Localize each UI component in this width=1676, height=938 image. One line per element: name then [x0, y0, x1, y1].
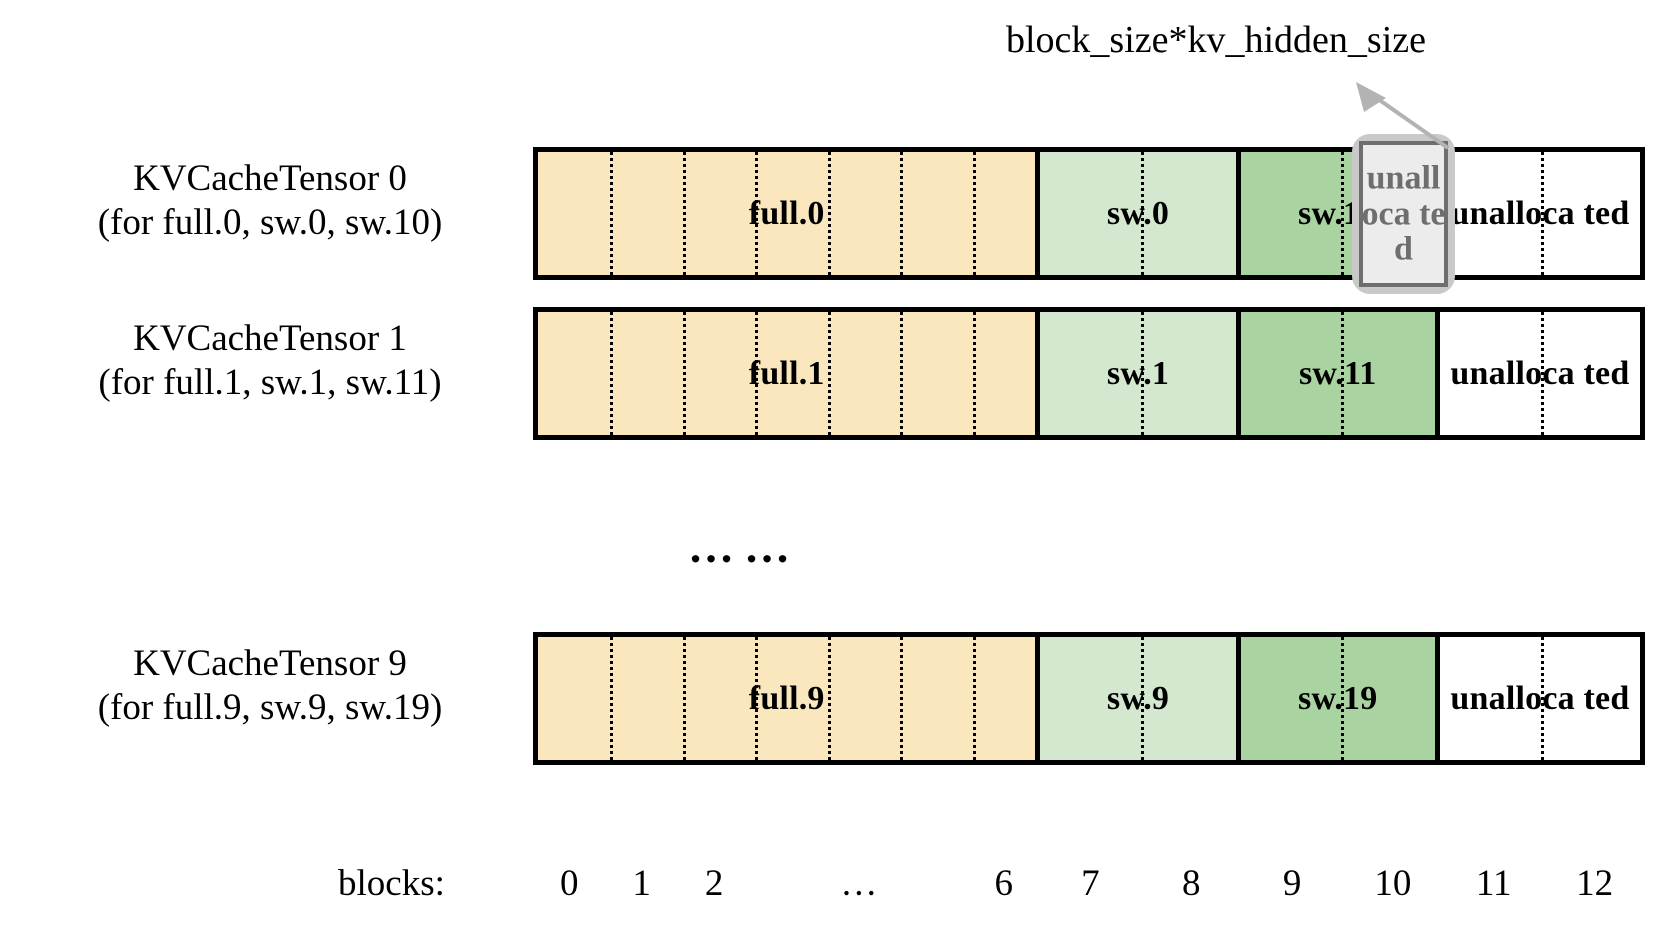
tensor-row-label-line2: (for full.0, sw.0, sw.10)	[97, 201, 443, 243]
tensor-segment-sw-0: sw.0	[1040, 152, 1241, 275]
block-tick-7: 7	[1081, 863, 1100, 904]
block-tick-1: 1	[632, 863, 651, 904]
block-tick-0: 0	[559, 863, 579, 904]
tensor-row-label-line1: KVCacheTensor 0	[133, 158, 407, 199]
tensor-segment-full-9: full.9	[538, 637, 1041, 760]
tensor-segment-unallocated: unalloca ted	[1439, 637, 1640, 760]
tensor-segment-unallocated: unalloca ted	[1439, 312, 1640, 435]
tensor-segment-sw-9: sw.9	[1040, 637, 1241, 760]
tensor-segment-sw-1: sw.1	[1040, 312, 1241, 435]
tensor-segment-label: sw.11	[1298, 354, 1377, 392]
tensor-segment-full-1: full.1	[538, 312, 1041, 435]
tensor-row-label-line2: (for full.9, sw.9, sw.19)	[97, 686, 443, 728]
tensor-segment-label: full.1	[748, 354, 825, 392]
tensor-row-label-line1: KVCacheTensor 9	[133, 643, 407, 684]
tensor-segment-sw-19: sw.19	[1240, 637, 1440, 760]
tensor-segment-label: unalloca ted	[1450, 194, 1630, 232]
tensor-segment-full-0: full.0	[538, 152, 1041, 275]
highlight-block-fill: unalloca ted	[1359, 141, 1448, 287]
tensor-row-label: KVCacheTensor 1(for full.1, sw.1, sw.11)	[20, 317, 520, 404]
tensor-segment-label: full.9	[748, 679, 825, 717]
block-tick-12: 12	[1576, 863, 1614, 904]
tensor-segment-unallocated: unalloca ted	[1439, 152, 1640, 275]
blocks-axis-label: blocks:	[338, 863, 445, 904]
annotation-arrow-icon	[1356, 82, 1450, 150]
rows-ellipsis: ……	[688, 521, 800, 572]
tensor-segment-label: sw.0	[1106, 194, 1170, 232]
kvcache-tensor-bar: full.9 sw.9 sw.19 unalloca ted	[533, 632, 1645, 765]
tensor-row-label-line2: (for full.1, sw.1, sw.11)	[98, 361, 442, 403]
highlight-block-text: unalloca ted	[1361, 159, 1446, 268]
tensor-segment-label: sw.19	[1298, 679, 1378, 717]
tensor-segment-label: unalloca ted	[1450, 354, 1630, 392]
kvcache-tensor-bar: full.1 sw.1 sw.11 unalloca ted	[533, 307, 1645, 440]
tensor-row-label: KVCacheTensor 0(for full.0, sw.0, sw.10)	[20, 157, 520, 244]
tensor-segment-label: sw.9	[1106, 679, 1170, 717]
tensor-row-label: KVCacheTensor 9(for full.9, sw.9, sw.19)	[20, 642, 520, 729]
tensor-segment-label: unalloca ted	[1450, 679, 1630, 717]
block-tick-10: 10	[1374, 863, 1412, 904]
block-tick-8: 8	[1182, 863, 1201, 904]
tensor-row-label-line1: KVCacheTensor 1	[133, 318, 407, 359]
block-tick-6: 6	[994, 863, 1014, 904]
tensor-segment-label: full.0	[748, 194, 825, 232]
tensor-segment-sw-11: sw.11	[1240, 312, 1440, 435]
block-tick-11: 11	[1475, 863, 1512, 904]
block-tick-2: 2	[704, 863, 724, 904]
annotation-block-size-label: block_size*kv_hidden_size	[1006, 19, 1427, 61]
block-tick-ellipsis: …	[840, 863, 878, 904]
block-tick-9: 9	[1282, 863, 1302, 904]
tensor-segment-label: sw.1	[1106, 354, 1170, 392]
